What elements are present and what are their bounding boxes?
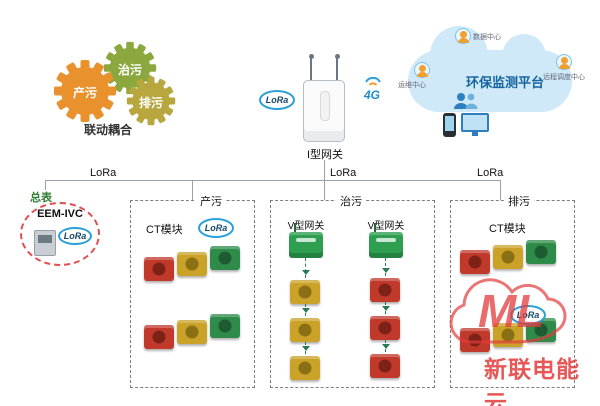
signal-arcs-icon bbox=[365, 76, 381, 86]
cloud-node-label: 运维中心 bbox=[398, 82, 426, 89]
down-arrow bbox=[302, 304, 310, 316]
ct-module-green bbox=[526, 240, 556, 264]
cloud-node-label: 远程调度中心 bbox=[543, 74, 585, 81]
lora-badge: LoRa bbox=[259, 90, 295, 110]
ct-module-yellow bbox=[290, 356, 320, 380]
down-arrow bbox=[382, 302, 390, 314]
gateway-drop-line bbox=[324, 160, 325, 180]
cloud-platform-title: 环保监测平台 bbox=[465, 75, 544, 90]
zone-label-produce: 产污 bbox=[196, 193, 226, 209]
drop-line-meter bbox=[45, 180, 46, 190]
drop-line-produce bbox=[192, 180, 193, 200]
antenna-icon bbox=[334, 54, 340, 80]
ct-module-red bbox=[370, 354, 400, 378]
lora-badge: LoRa bbox=[510, 305, 546, 325]
bus-line bbox=[45, 180, 500, 181]
ct-module-red bbox=[460, 250, 490, 274]
gear-label-produce: 产污 bbox=[72, 86, 97, 100]
v-gateway-device bbox=[369, 223, 403, 258]
bus-lora-label: LoRa bbox=[88, 167, 119, 179]
cloud-node-label: 数据中心 bbox=[473, 34, 501, 41]
antenna-icon bbox=[308, 54, 314, 80]
ct-module-red bbox=[370, 278, 400, 302]
energy-meter-device bbox=[34, 230, 56, 256]
ct-module-yellow bbox=[493, 323, 523, 347]
meter-model-label: EEM-IVC bbox=[37, 208, 83, 220]
ct-module-title: CT模块 bbox=[146, 224, 183, 236]
gateway-label: I型网关 bbox=[306, 149, 344, 161]
gear-label-treat: 治污 bbox=[117, 63, 142, 77]
ct-module-red bbox=[144, 257, 174, 281]
meter-dashed-circle bbox=[20, 202, 100, 266]
dispatch-center-icon bbox=[556, 54, 572, 70]
network-4g-label: 4G bbox=[364, 88, 381, 102]
zone-label-discharge: 排污 bbox=[504, 193, 534, 209]
drop-line-discharge bbox=[500, 180, 501, 200]
ct-module-title: CT模块 bbox=[489, 223, 526, 235]
gears-caption: 联动耦合 bbox=[83, 123, 132, 137]
monitor-icon bbox=[461, 113, 489, 136]
lora-badge: LoRa bbox=[58, 227, 92, 245]
bus-lora-label: LoRa bbox=[475, 167, 506, 179]
v-gateway-device bbox=[289, 223, 323, 258]
ct-module-yellow bbox=[290, 280, 320, 304]
ct-module-green bbox=[210, 314, 240, 338]
ct-module-red bbox=[460, 328, 490, 352]
ct-module-yellow bbox=[177, 320, 207, 344]
gateway-device bbox=[303, 80, 345, 142]
down-arrow bbox=[382, 258, 390, 276]
drop-line-treat bbox=[324, 180, 325, 200]
zone-label-treat: 治污 bbox=[336, 193, 366, 209]
bus-lora-label: LoRa bbox=[328, 167, 359, 179]
main-meter-title: 总表 bbox=[30, 192, 52, 204]
users-icon bbox=[454, 93, 478, 109]
ct-module-yellow bbox=[177, 252, 207, 276]
ops-center-icon bbox=[414, 62, 430, 78]
ct-module-yellow bbox=[290, 318, 320, 342]
phone-icon bbox=[443, 113, 456, 137]
zone-box-produce bbox=[130, 200, 255, 388]
gear-label-discharge: 排污 bbox=[138, 96, 163, 110]
ct-module-green bbox=[210, 246, 240, 270]
cloud-shape bbox=[408, 26, 572, 112]
down-arrow bbox=[382, 340, 390, 352]
ct-module-yellow bbox=[493, 245, 523, 269]
down-arrow bbox=[302, 342, 310, 354]
ct-module-red bbox=[144, 325, 174, 349]
v-gateway-label: V型网关 bbox=[367, 221, 405, 232]
lora-badge: LoRa bbox=[198, 218, 234, 238]
data-center-icon bbox=[455, 28, 471, 44]
v-gateway-label: V型网关 bbox=[287, 221, 325, 232]
down-arrow bbox=[302, 258, 310, 278]
ct-module-red bbox=[370, 316, 400, 340]
